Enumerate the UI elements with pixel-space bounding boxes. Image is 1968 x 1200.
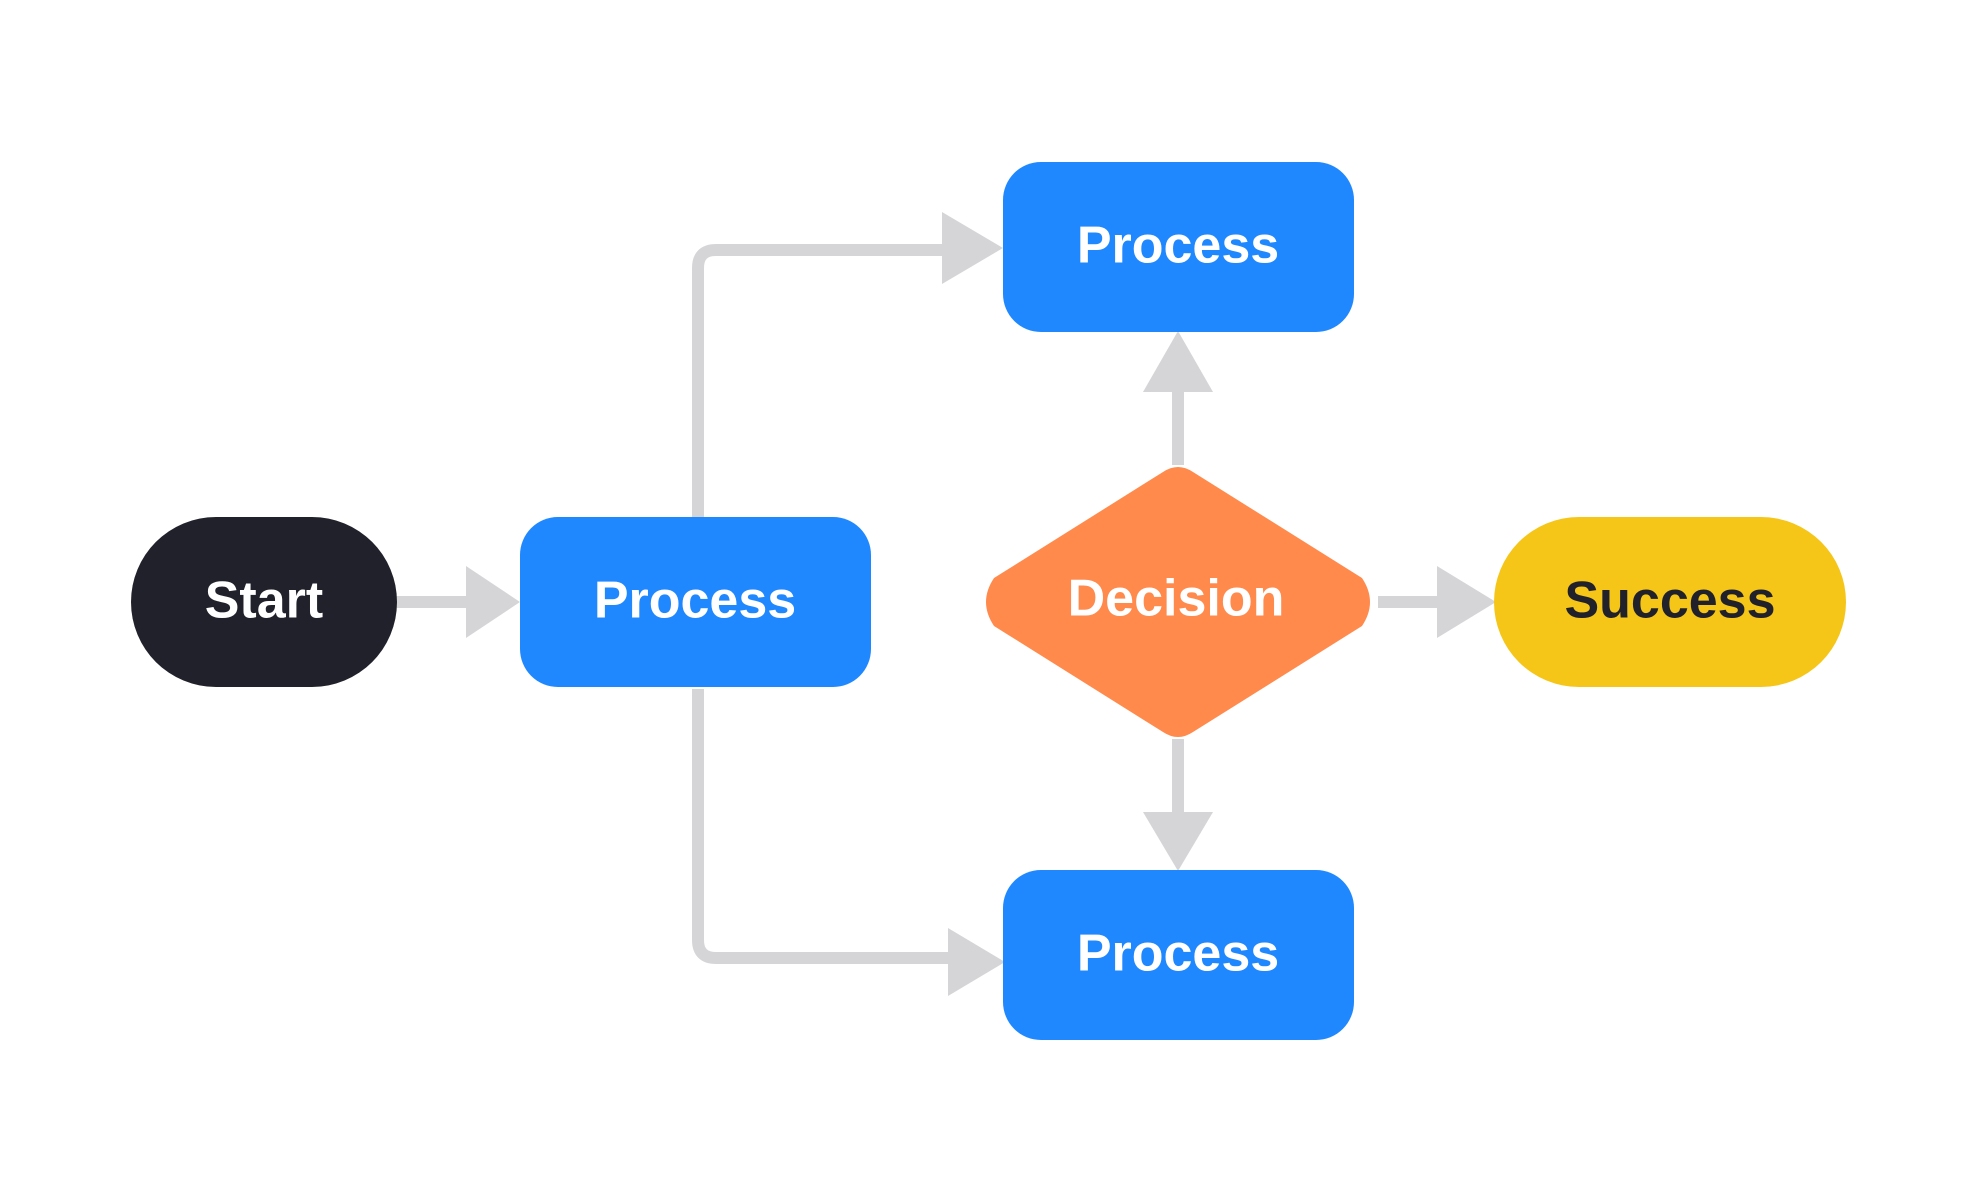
process-top-node-label: Process: [1077, 217, 1279, 275]
process-main-node: Process: [520, 517, 871, 687]
arrowhead-to-process-top: [942, 212, 1003, 284]
start-node: Start: [131, 517, 397, 687]
start-node-shape: [131, 517, 397, 687]
decision-node-shape: [986, 467, 1370, 737]
process-top-node-shape: [1003, 162, 1354, 332]
decision-node-label: Decision: [1068, 570, 1285, 628]
process-bottom-node: Process: [1003, 870, 1354, 1040]
edge-process-main-to-process-top: [692, 244, 946, 517]
arrowhead-decision-to-process-top: [1143, 331, 1213, 392]
arrowhead-to-success: [1437, 566, 1496, 638]
arrowhead-to-process-main: [466, 566, 520, 638]
edge-process-main-to-process-bottom: [692, 689, 952, 964]
start-node-label: Start: [205, 572, 323, 630]
arrowheads: [466, 212, 1496, 996]
decision-node: Decision: [986, 467, 1370, 737]
process-main-node-label: Process: [594, 572, 796, 630]
process-top-node: Process: [1003, 162, 1354, 332]
arrowhead-decision-to-process-bottom: [1143, 812, 1213, 871]
process-bottom-node-label: Process: [1077, 925, 1279, 983]
process-main-node-shape: [520, 517, 871, 687]
connectors: [396, 244, 1441, 964]
success-node-label: Success: [1564, 572, 1775, 630]
process-bottom-node-shape: [1003, 870, 1354, 1040]
arrowhead-to-process-bottom: [948, 928, 1005, 996]
success-node: Success: [1494, 517, 1846, 687]
success-node-shape: [1494, 517, 1846, 687]
